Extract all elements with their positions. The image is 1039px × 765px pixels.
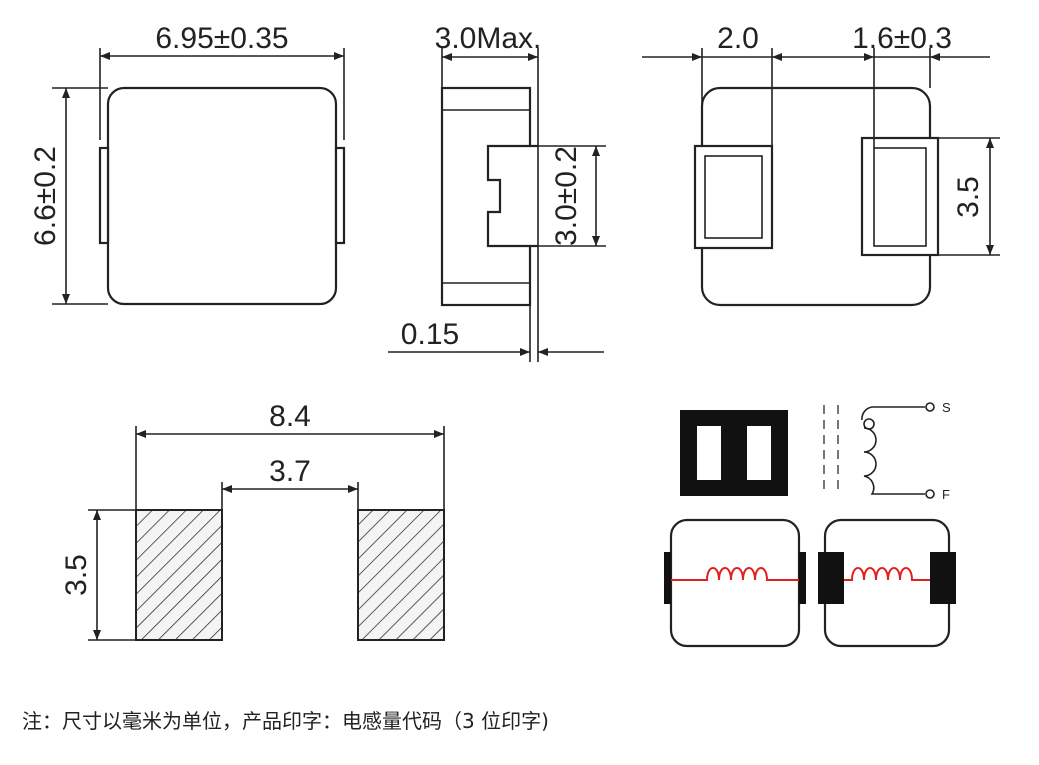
inductor-illustration-thin-terminal bbox=[664, 518, 806, 648]
top-view-right-terminal bbox=[334, 146, 346, 245]
footnote: 注：尺寸以毫米为单位，产品印字：电感量代码（3 位印字) bbox=[22, 709, 549, 733]
bottom-view: 2.0 1.6±0.3 3.5 bbox=[642, 22, 1000, 307]
side-offset-label: 0.15 bbox=[401, 318, 459, 351]
inductor-illustration-thick-terminal bbox=[818, 518, 956, 648]
land-gap-label: 3.7 bbox=[269, 455, 311, 488]
land-right-pad bbox=[357, 509, 445, 641]
top-view-body bbox=[106, 86, 338, 306]
side-view-terminal bbox=[486, 144, 538, 248]
core-block-icon bbox=[680, 410, 788, 496]
bottom-view-left-pad bbox=[693, 144, 774, 250]
top-view: 6.95±0.35 6.6±0.2 bbox=[29, 22, 346, 306]
start-label: S bbox=[942, 400, 951, 415]
schematic-area: S F bbox=[664, 400, 956, 648]
top-view-left-terminal bbox=[98, 146, 110, 245]
bottom-pad-width-label: 2.0 bbox=[717, 22, 759, 55]
bottom-pad-height-label: 3.5 bbox=[952, 176, 985, 218]
coil-icon bbox=[671, 567, 799, 581]
top-width-label: 6.95±0.35 bbox=[155, 22, 288, 55]
land-pattern: 8.4 3.7 3.5 bbox=[60, 400, 445, 641]
finish-label: F bbox=[942, 487, 950, 502]
coil-icon bbox=[844, 567, 930, 581]
land-height-label: 3.5 bbox=[60, 554, 93, 596]
bottom-pad-gap-label: 1.6±0.3 bbox=[852, 22, 952, 55]
side-terminal-label: 3.0±0.2 bbox=[550, 146, 583, 246]
top-height-label: 6.6±0.2 bbox=[29, 146, 62, 246]
coil-schematic-icon bbox=[861, 402, 935, 499]
side-view: 3.0Max. 3.0±0.2 0.15 bbox=[388, 22, 606, 362]
land-total-label: 8.4 bbox=[269, 400, 311, 433]
side-max-label: 3.0Max. bbox=[435, 22, 542, 55]
land-left-pad bbox=[135, 509, 223, 641]
